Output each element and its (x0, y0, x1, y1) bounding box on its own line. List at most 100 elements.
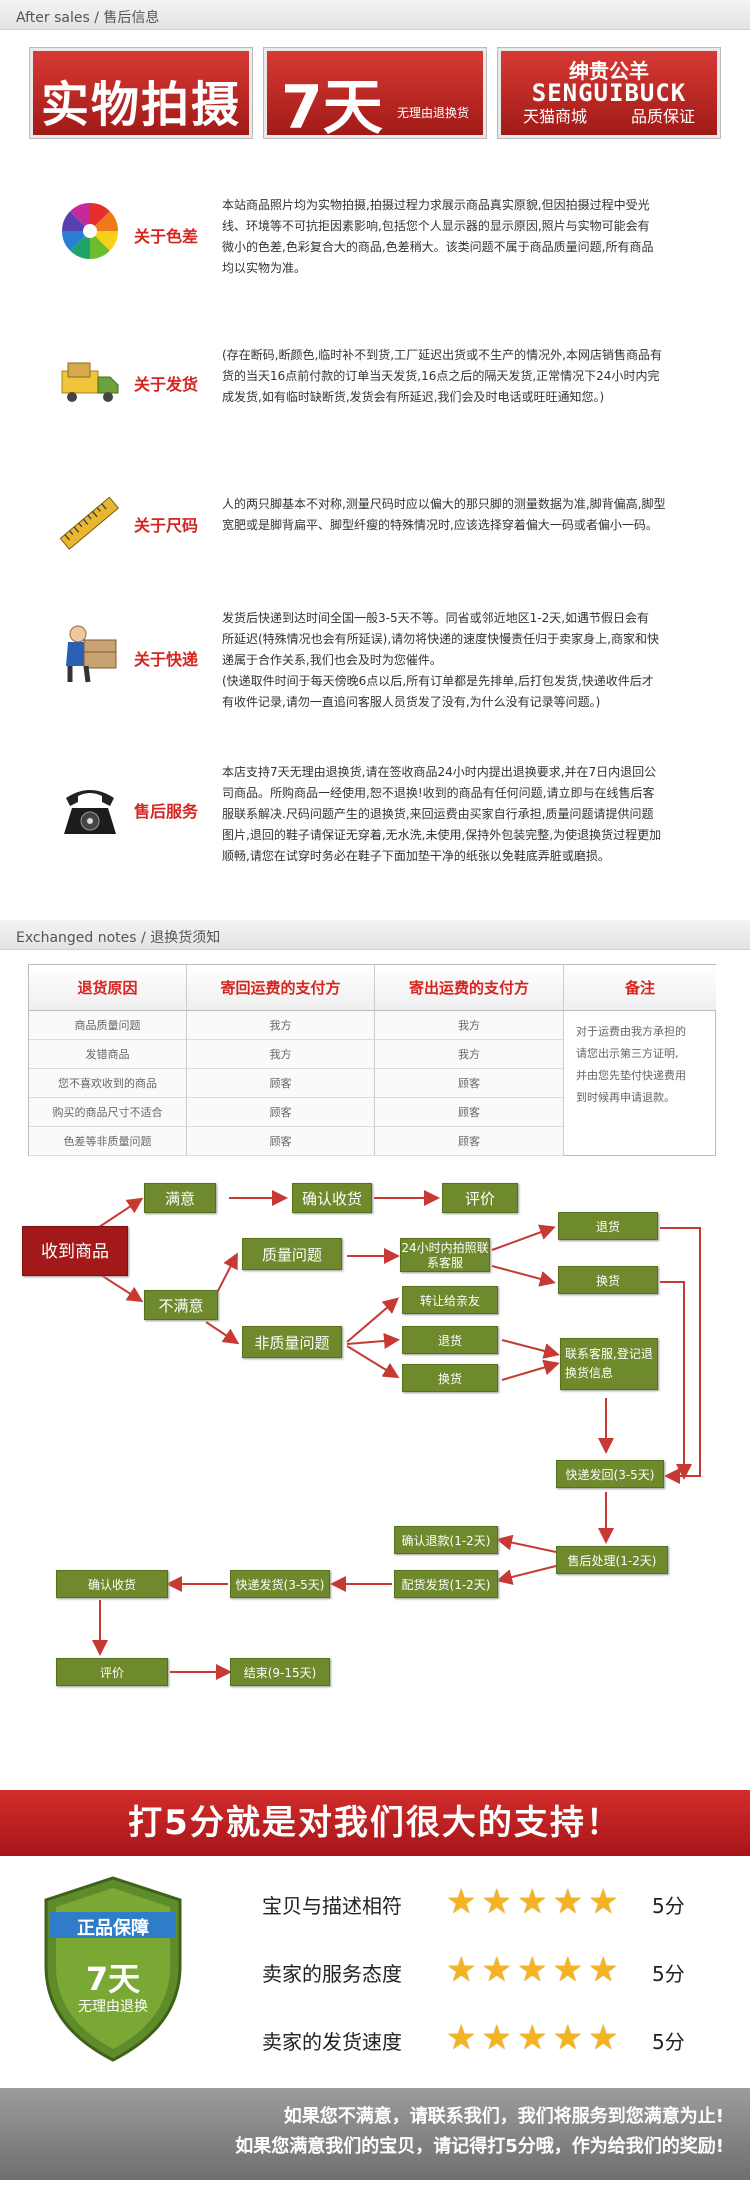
star-icon: ★ (516, 1882, 548, 1922)
star-icon: ★ (516, 1950, 548, 1990)
star-rating: ★★★★★ (446, 1884, 623, 1920)
star-icon: ★ (446, 2018, 477, 2058)
star-icon: ★ (552, 1950, 583, 1990)
table-cell: 顾客 (187, 1127, 375, 1156)
after-sales-heading: After sales / 售后信息 (16, 10, 160, 26)
authentic-guarantee-shield: 正品保障 7天 无理由退换 (38, 1874, 188, 2064)
table-cell: 顾客 (375, 1098, 564, 1127)
brand-name-cn: 绅贵公羊 (569, 59, 649, 83)
rating-banner: 打5分就是对我们很大的支持！ (0, 1790, 750, 1856)
info-line: 线、环境等不可抗拒因素影响,包括您个人显示器的显示原因,照片与实物可能会有 (222, 219, 650, 233)
brand-name-en: SENGUIBUCK (531, 79, 687, 107)
note-line: 请您出示第三方证明, (576, 1047, 679, 1060)
shield-title: 正品保障 (77, 1918, 149, 1939)
courier-package-icon (66, 625, 117, 683)
info-line: 成发货,如有临时缺断货,发货会有所延迟,我们会及时电话或旺旺通知您。) (222, 390, 605, 404)
table-header: 寄出运费的支付方 (375, 965, 564, 1011)
table-cell: 顾客 (187, 1098, 375, 1127)
flow-confirm-refund: 确认退款(1-2天) (394, 1526, 498, 1554)
table-cell: 我方 (187, 1011, 375, 1040)
table-cell: 您不喜欢收到的商品 (29, 1069, 187, 1098)
brand-banner: 绅贵公羊 SENGUIBUCK 天猫商城 品质保证 (498, 48, 720, 138)
flow-not-satisfied: 不满意 (144, 1290, 218, 1320)
flow-return-a: 退货 (402, 1326, 498, 1354)
info-line: (存在断码,断颜色,临时补不到货,工厂延迟出货或不生产的情况外,本网店销售商品有 (222, 348, 662, 362)
tmall-text: 天猫商城 (523, 107, 588, 126)
info-line: 顺畅,请您在试穿时务必在鞋子下面加垫干净的纸张以免鞋底弄脏或磨损。 (222, 849, 610, 863)
info-line: 均以实物为准。 (222, 261, 307, 275)
info-line: 图片,退回的鞋子请保证无穿着,无水洗,未使用,保持外包装完整,为使退换货过程更加 (222, 828, 662, 842)
info-text: 发货后快递到达时间全国一般3-5天不等。同省或邻近地区1-2天,如遇节假日会有 … (222, 608, 722, 713)
after-sales-header: After sales / 售后信息 (0, 0, 750, 30)
info-line: 宽肥或是脚背扁平、脚型纤瘦的特殊情况时,应该选择穿着偏大一码或者偏小一码。 (222, 518, 658, 532)
rating-row: 卖家的发货速度 ★★★★★ 5分 (262, 2018, 722, 2058)
flow-confirm-receipt-2: 确认收货 (56, 1570, 168, 1598)
footer-line-1: 如果您不满意，请联系我们，我们将服务到您满意为止! (283, 2106, 724, 2127)
info-line: 本店支持7天无理由退换货,请在签收商品24小时内提出退换要求,并在7日内退回公 (222, 765, 657, 779)
flow-return-b: 退货 (558, 1212, 658, 1240)
flow-quality-issue: 质量问题 (242, 1238, 342, 1270)
shield-icon (44, 1876, 182, 2062)
info-text: (存在断码,断颜色,临时补不到货,工厂延迟出货或不生产的情况外,本网店销售商品有… (222, 345, 722, 408)
rating-score: 5分 (652, 2030, 685, 2054)
note-line: 到时候再申请退款。 (576, 1091, 675, 1104)
star-icon: ★ (481, 1950, 512, 1990)
flow-satisfied: 满意 (144, 1183, 216, 1213)
exchange-notes-heading: Exchanged notes / 退换货须知 (16, 930, 221, 946)
info-title: 关于发货 (134, 375, 199, 394)
star-icon: ★ (481, 2018, 512, 2058)
star-rating: ★★★★★ (446, 1952, 623, 1988)
flow-express-ship: 快递发货(3-5天) (230, 1570, 330, 1598)
flow-non-quality-issue: 非质量问题 (242, 1326, 342, 1358)
table-cell: 发错商品 (29, 1040, 187, 1069)
rating-label: 宝贝与描述相符 (262, 1894, 402, 1918)
info-title: 关于尺码 (134, 516, 199, 535)
table-cell: 我方 (375, 1011, 564, 1040)
footer-line-2: 如果您满意我们的宝贝，请记得打5分哦，作为给我们的奖励! (235, 2136, 724, 2157)
color-wheel-icon (62, 203, 118, 259)
flow-contact-register: 联系客服,登记退换货信息 (560, 1338, 658, 1390)
rating-score: 5分 (652, 1962, 685, 1986)
table-cell: 顾客 (375, 1069, 564, 1098)
note-line: 对于运费由我方承担的 (576, 1025, 686, 1038)
info-line: 有收件记录,请勿一直追问客服人员货发了没有,为什么没有记录等问题。) (222, 695, 601, 709)
flow-exchange-b: 换货 (558, 1266, 658, 1294)
table-cell: 我方 (187, 1040, 375, 1069)
rating-score: 5分 (652, 1894, 685, 1918)
star-icon: ★ (481, 1882, 512, 1922)
info-title: 关于快递 (134, 650, 199, 669)
info-title: 关于色差 (134, 227, 199, 246)
flow-contact-24h: 24小时内拍照联系客服 (400, 1238, 490, 1272)
table-note: 对于运费由我方承担的 请您出示第三方证明, 并由您先垫付快递费用 到时候再申请退… (564, 1011, 716, 1156)
info-line: (快递取件时间于每天傍晚6点以后,所有订单都是先排单,后打包发货,快递收件后才 (222, 674, 654, 688)
real-photo-text: 实物拍摄 (40, 77, 241, 133)
info-line: 人的两只脚基本不对称,测量尺码时应以偏大的那只脚的测量数据为准,脚背偏高,脚型 (222, 497, 666, 511)
star-icon: ★ (587, 2018, 619, 2058)
info-line: 发货后快递到达时间全国一般3-5天不等。同省或邻近地区1-2天,如遇节假日会有 (222, 611, 650, 625)
star-icon: ★ (516, 2018, 548, 2058)
star-icon: ★ (446, 1950, 477, 1990)
flow-review: 评价 (442, 1183, 518, 1213)
info-line: 本站商品照片均为实物拍摄,拍摄过程力求展示商品真实原貌,但因拍摄过程中受光 (222, 198, 650, 212)
info-text: 本店支持7天无理由退换货,请在签收商品24小时内提出退换要求,并在7日内退回公 … (222, 762, 722, 867)
flow-ship-replacement: 配货发货(1-2天) (394, 1570, 498, 1598)
note-line: 并由您先垫付快递费用 (576, 1069, 686, 1082)
info-line: 递属于合作关系,我们也会及时为您催件。 (222, 653, 442, 667)
flow-received: 收到商品 (22, 1226, 128, 1276)
info-title: 售后服务 (134, 802, 199, 821)
star-icon: ★ (552, 1882, 583, 1922)
telephone-icon (64, 790, 116, 834)
table-header: 备注 (564, 965, 716, 1011)
exchange-notes-header: Exchanged notes / 退换货须知 (0, 920, 750, 950)
star-icon: ★ (587, 1950, 619, 1990)
rating-row: 卖家的服务态度 ★★★★★ 5分 (262, 1950, 722, 1990)
info-line: 司商品。所购商品一经使用,恕不退换!收到的商品有任何问题,请立即与在线售后客 (222, 786, 655, 800)
no-reason-return-text: 无理由退换货 (396, 106, 469, 120)
seven-day-return-banner: 7天 无理由退换货 (264, 48, 486, 143)
rating-row: 宝贝与描述相符 ★★★★★ 5分 (262, 1882, 722, 1922)
flowchart-arrows (89, 1190, 701, 1680)
flow-ship-back: 快递发回(3-5天) (556, 1460, 664, 1488)
quality-guarantee-text: 品质保证 (630, 107, 695, 126)
info-text: 人的两只脚基本不对称,测量尺码时应以偏大的那只脚的测量数据为准,脚背偏高,脚型 … (222, 494, 722, 536)
seven-day-text: 7天 (281, 73, 383, 143)
